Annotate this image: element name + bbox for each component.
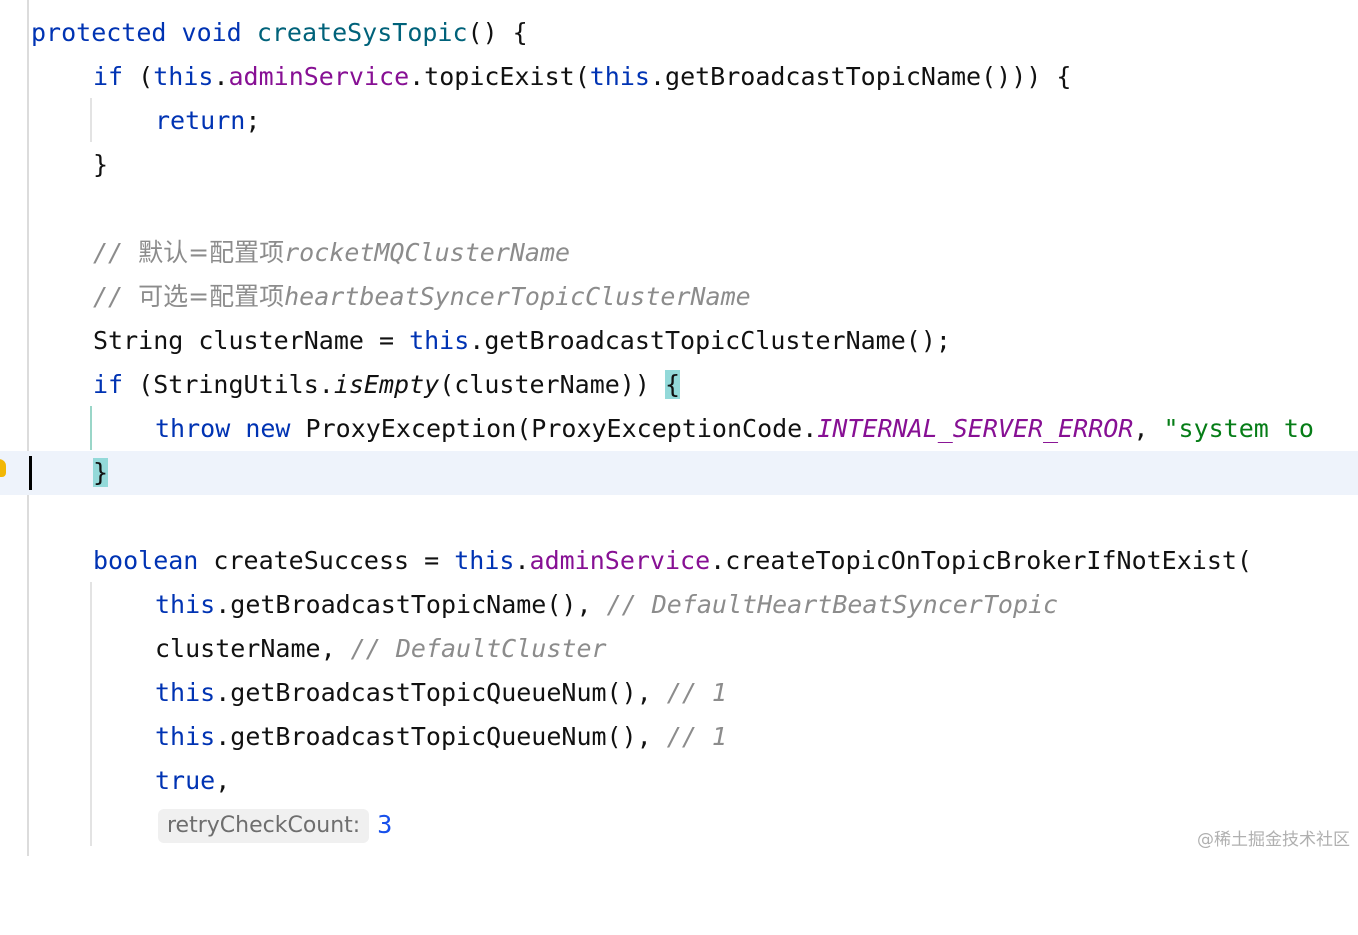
code-line-9[interactable]: if (StringUtils.isEmpty(clusterName)) { <box>93 370 681 399</box>
code-line-3[interactable]: return; <box>155 106 261 135</box>
code-line-17[interactable]: this.getBroadcastTopicQueueNum(), // 1 <box>155 722 727 751</box>
matching-brace: { <box>664 370 681 399</box>
indent-guide-active <box>90 406 92 450</box>
matching-brace: } <box>93 458 109 487</box>
code-line-11-current[interactable]: } <box>0 451 1358 495</box>
code-line-2[interactable]: if (this.adminService.topicExist(this.ge… <box>93 62 1072 91</box>
lightbulb-icon[interactable] <box>0 459 6 477</box>
text-caret <box>29 456 32 490</box>
parameter-hint: retryCheckCount: <box>158 809 370 843</box>
code-editor[interactable]: protected void createSysTopic() { if (th… <box>0 0 1358 856</box>
code-line-14[interactable]: this.getBroadcastTopicName(), // Default… <box>155 590 1059 619</box>
gutter-border <box>27 0 29 856</box>
indent-guide <box>90 582 92 846</box>
code-line-16[interactable]: this.getBroadcastTopicQueueNum(), // 1 <box>155 678 727 707</box>
code-line-18[interactable]: true, <box>155 766 231 795</box>
code-line-7[interactable]: // 可选=配置项heartbeatSyncerTopicClusterName <box>93 282 751 311</box>
code-line-6[interactable]: // 默认=配置项rocketMQClusterName <box>93 238 571 267</box>
code-line-8[interactable]: String clusterName = this.getBroadcastTo… <box>93 326 951 355</box>
code-line-1[interactable]: protected void createSysTopic() { <box>31 18 528 47</box>
code-line-4[interactable]: } <box>93 150 109 179</box>
code-line-15[interactable]: clusterName, // DefaultCluster <box>155 634 607 663</box>
watermark: @稀土掘金技术社区 <box>1197 830 1350 850</box>
code-line-13[interactable]: boolean createSuccess = this.adminServic… <box>93 546 1252 575</box>
code-line-19[interactable]: retryCheckCount:3 <box>0 803 1358 847</box>
code-line-10[interactable]: throw new ProxyException(ProxyExceptionC… <box>155 414 1314 443</box>
indent-guide <box>90 98 92 142</box>
